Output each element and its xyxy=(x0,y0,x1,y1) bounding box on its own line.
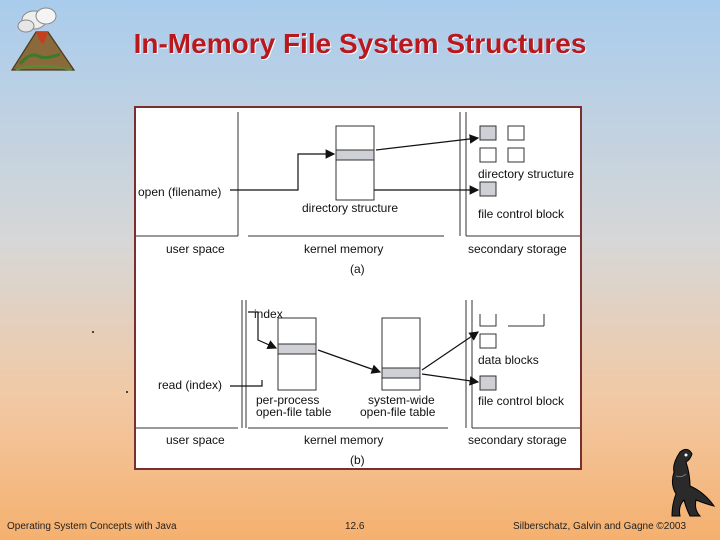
user-space-label-b: user space xyxy=(166,433,225,447)
index-label: index xyxy=(254,307,283,321)
directory-structure-kernel-label: directory structure xyxy=(302,201,398,215)
arrow-to-fcb-b xyxy=(421,373,480,386)
per-process-entry-highlight xyxy=(277,343,317,355)
disk-block xyxy=(507,147,525,163)
arrow-directory-to-disk xyxy=(375,134,480,151)
arrow-per-process-to-system-wide xyxy=(317,349,382,374)
arrow-index-to-table xyxy=(248,311,278,349)
file-control-block-box xyxy=(479,181,497,197)
open-file-table-label: open-file table xyxy=(256,405,332,419)
secondary-storage-label-b: secondary storage xyxy=(468,433,567,447)
arrow-read-call xyxy=(230,380,263,387)
per-process-label: per-process xyxy=(256,393,319,407)
volcano-logo-icon xyxy=(10,7,76,71)
stray-dot xyxy=(126,391,128,393)
diagram-part-b: index read (index) per-process open-file… xyxy=(136,300,580,467)
data-block xyxy=(479,333,497,349)
footer-book-title: Operating System Concepts with Java xyxy=(7,521,177,532)
disk-block xyxy=(479,125,497,141)
fcb-label-b: file control block xyxy=(478,394,565,408)
kernel-memory-label-b: kernel memory xyxy=(304,433,383,447)
stray-dot xyxy=(92,331,94,333)
system-wide-entry-highlight xyxy=(381,367,421,379)
kernel-memory-label-a: kernel memory xyxy=(304,242,383,256)
data-block xyxy=(479,314,497,327)
system-wide-table-box xyxy=(381,317,421,391)
system-wide-label: system-wide xyxy=(368,393,435,407)
file-system-diagram: open (filename) directory structure dire… xyxy=(134,106,582,470)
footer-page-number: 12.6 xyxy=(345,521,365,532)
user-space-label-a: user space xyxy=(166,242,225,256)
file-control-block-box xyxy=(479,375,497,391)
disk-block xyxy=(479,147,497,163)
directory-structure-storage-label: directory structure xyxy=(478,167,574,181)
caption-a: (a) xyxy=(350,262,365,276)
disk-block xyxy=(507,125,525,141)
read-call-label: read (index) xyxy=(158,378,222,392)
caption-b: (b) xyxy=(350,453,365,467)
arrow-open-to-directory xyxy=(230,149,336,191)
page-title: In-Memory File System Structures xyxy=(133,28,587,59)
dinosaur-logo-icon xyxy=(671,448,716,517)
directory-entry-highlight xyxy=(335,149,375,161)
open-file-table-label: open-file table xyxy=(360,405,436,419)
directory-structure-box xyxy=(335,125,375,201)
fcb-label-a: file control block xyxy=(478,207,565,221)
data-blocks-label: data blocks xyxy=(478,353,539,367)
secondary-storage-label-a: secondary storage xyxy=(468,242,567,256)
open-call-label: open (filename) xyxy=(138,185,221,199)
arrow-to-data-blocks xyxy=(421,331,479,371)
footer-authors: Silberschatz, Galvin and Gagne ©2003 xyxy=(513,521,687,532)
diagram-part-a: open (filename) directory structure dire… xyxy=(136,112,580,276)
